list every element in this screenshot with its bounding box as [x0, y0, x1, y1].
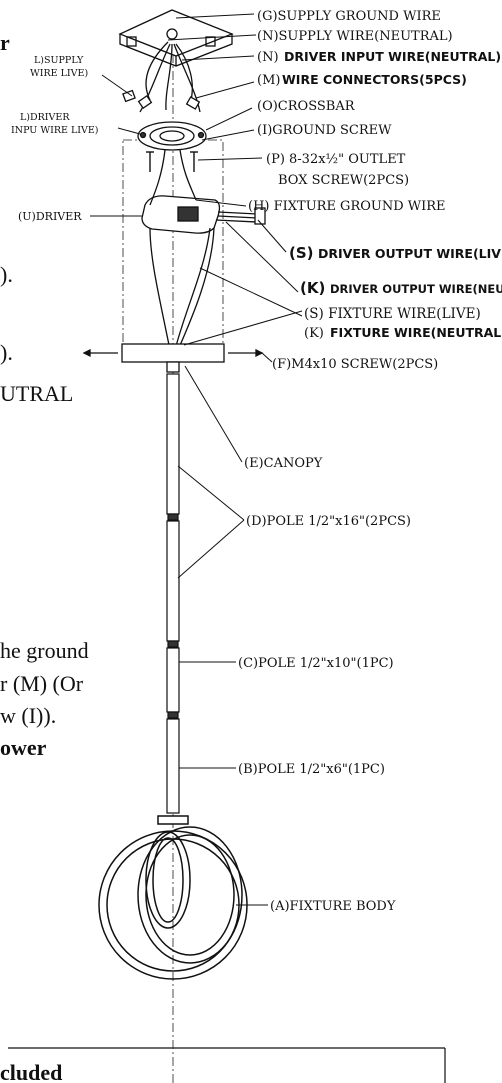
label-n-driver-input-prefix: (N) [257, 50, 279, 65]
label-h-fixture-ground: (H) FIXTURE GROUND WIRE [248, 199, 446, 214]
label-l-supply-live-2: WIRE LIVE) [30, 68, 88, 79]
fragment-r-top: r [0, 30, 10, 55]
label-k-driver-output-prefix: (K) [300, 279, 325, 297]
label-o-crossbar: (O)CROSSBAR [257, 99, 356, 114]
label-e-canopy: (E)CANOPY [244, 456, 323, 471]
crossbar-ring [137, 121, 207, 151]
fragment-r-m: r (M) (Or [0, 671, 84, 696]
fragment-paren-2: ). [0, 340, 13, 365]
label-l-driver-live-1: L)DRIVER [20, 112, 70, 123]
label-m-connectors-prefix: (M) [257, 73, 280, 88]
outlet-box-screws [146, 151, 198, 172]
label-p-screw-line2: BOX SCREW(2PCS) [278, 173, 409, 188]
label-s-driver-output-prefix: (S) [289, 244, 314, 262]
label-n-supply-neutral: (N)SUPPLY WIRE(NEUTRAL) [257, 29, 453, 44]
fragment-w-i: w (I)). [0, 703, 56, 728]
note-box: cluded [0, 1047, 446, 1083]
leader-lines [90, 13, 303, 906]
fragment-paren-1: ). [0, 262, 13, 287]
supply-wires [122, 41, 201, 113]
label-f-screw: (F)M4x10 SCREW(2PCS) [272, 357, 438, 372]
fixture-body [98, 815, 248, 980]
fragment-utral: UTRAL [0, 381, 73, 406]
label-l-supply-live-1: L)SUPPLY [34, 55, 84, 66]
label-k-driver-output: DRIVER OUTPUT WIRE(NEUTRAL) [330, 282, 502, 296]
label-s-fixture-live: (S) FIXTURE WIRE(LIVE) [304, 306, 481, 322]
poles [166, 373, 180, 814]
label-u-driver: (U)DRIVER [18, 210, 82, 223]
label-a-body: (A)FIXTURE BODY [270, 899, 396, 914]
label-k-fixture-neutral: FIXTURE WIRE(NEUTRAL) [330, 325, 502, 340]
label-b-pole: (B)POLE 1/2"x6"(1PC) [238, 762, 385, 777]
driver-unit [141, 195, 266, 234]
label-c-pole: (C)POLE 1/2"x10"(1PC) [238, 656, 394, 671]
label-d-pole: (D)POLE 1/2"x16"(2PCS) [246, 514, 411, 529]
label-k-fixture-neutral-prefix: (K) [304, 326, 324, 341]
label-p-screw-line1: (P) 8-32x½" OUTLET [266, 152, 406, 167]
label-g-supply-ground: (G)SUPPLY GROUND WIRE [257, 9, 441, 24]
label-i-ground-screw: (I)GROUND SCREW [257, 123, 392, 138]
fragment-ower: ower [0, 735, 47, 760]
label-l-driver-live-2: INPU WIRE LIVE) [11, 125, 99, 136]
junction-box [118, 9, 234, 67]
fragment-the-ground: he ground [0, 638, 89, 663]
label-m-connectors: WIRE CONNECTORS(5PCS) [282, 72, 467, 87]
canopy [82, 343, 264, 373]
label-s-driver-output: DRIVER OUTPUT WIRE(LIVE) [318, 246, 502, 261]
label-n-driver-input: DRIVER INPUT WIRE(NEUTRAL) [284, 49, 501, 64]
fragment-cluded: cluded [0, 1060, 62, 1083]
fixture-wires [149, 149, 215, 351]
